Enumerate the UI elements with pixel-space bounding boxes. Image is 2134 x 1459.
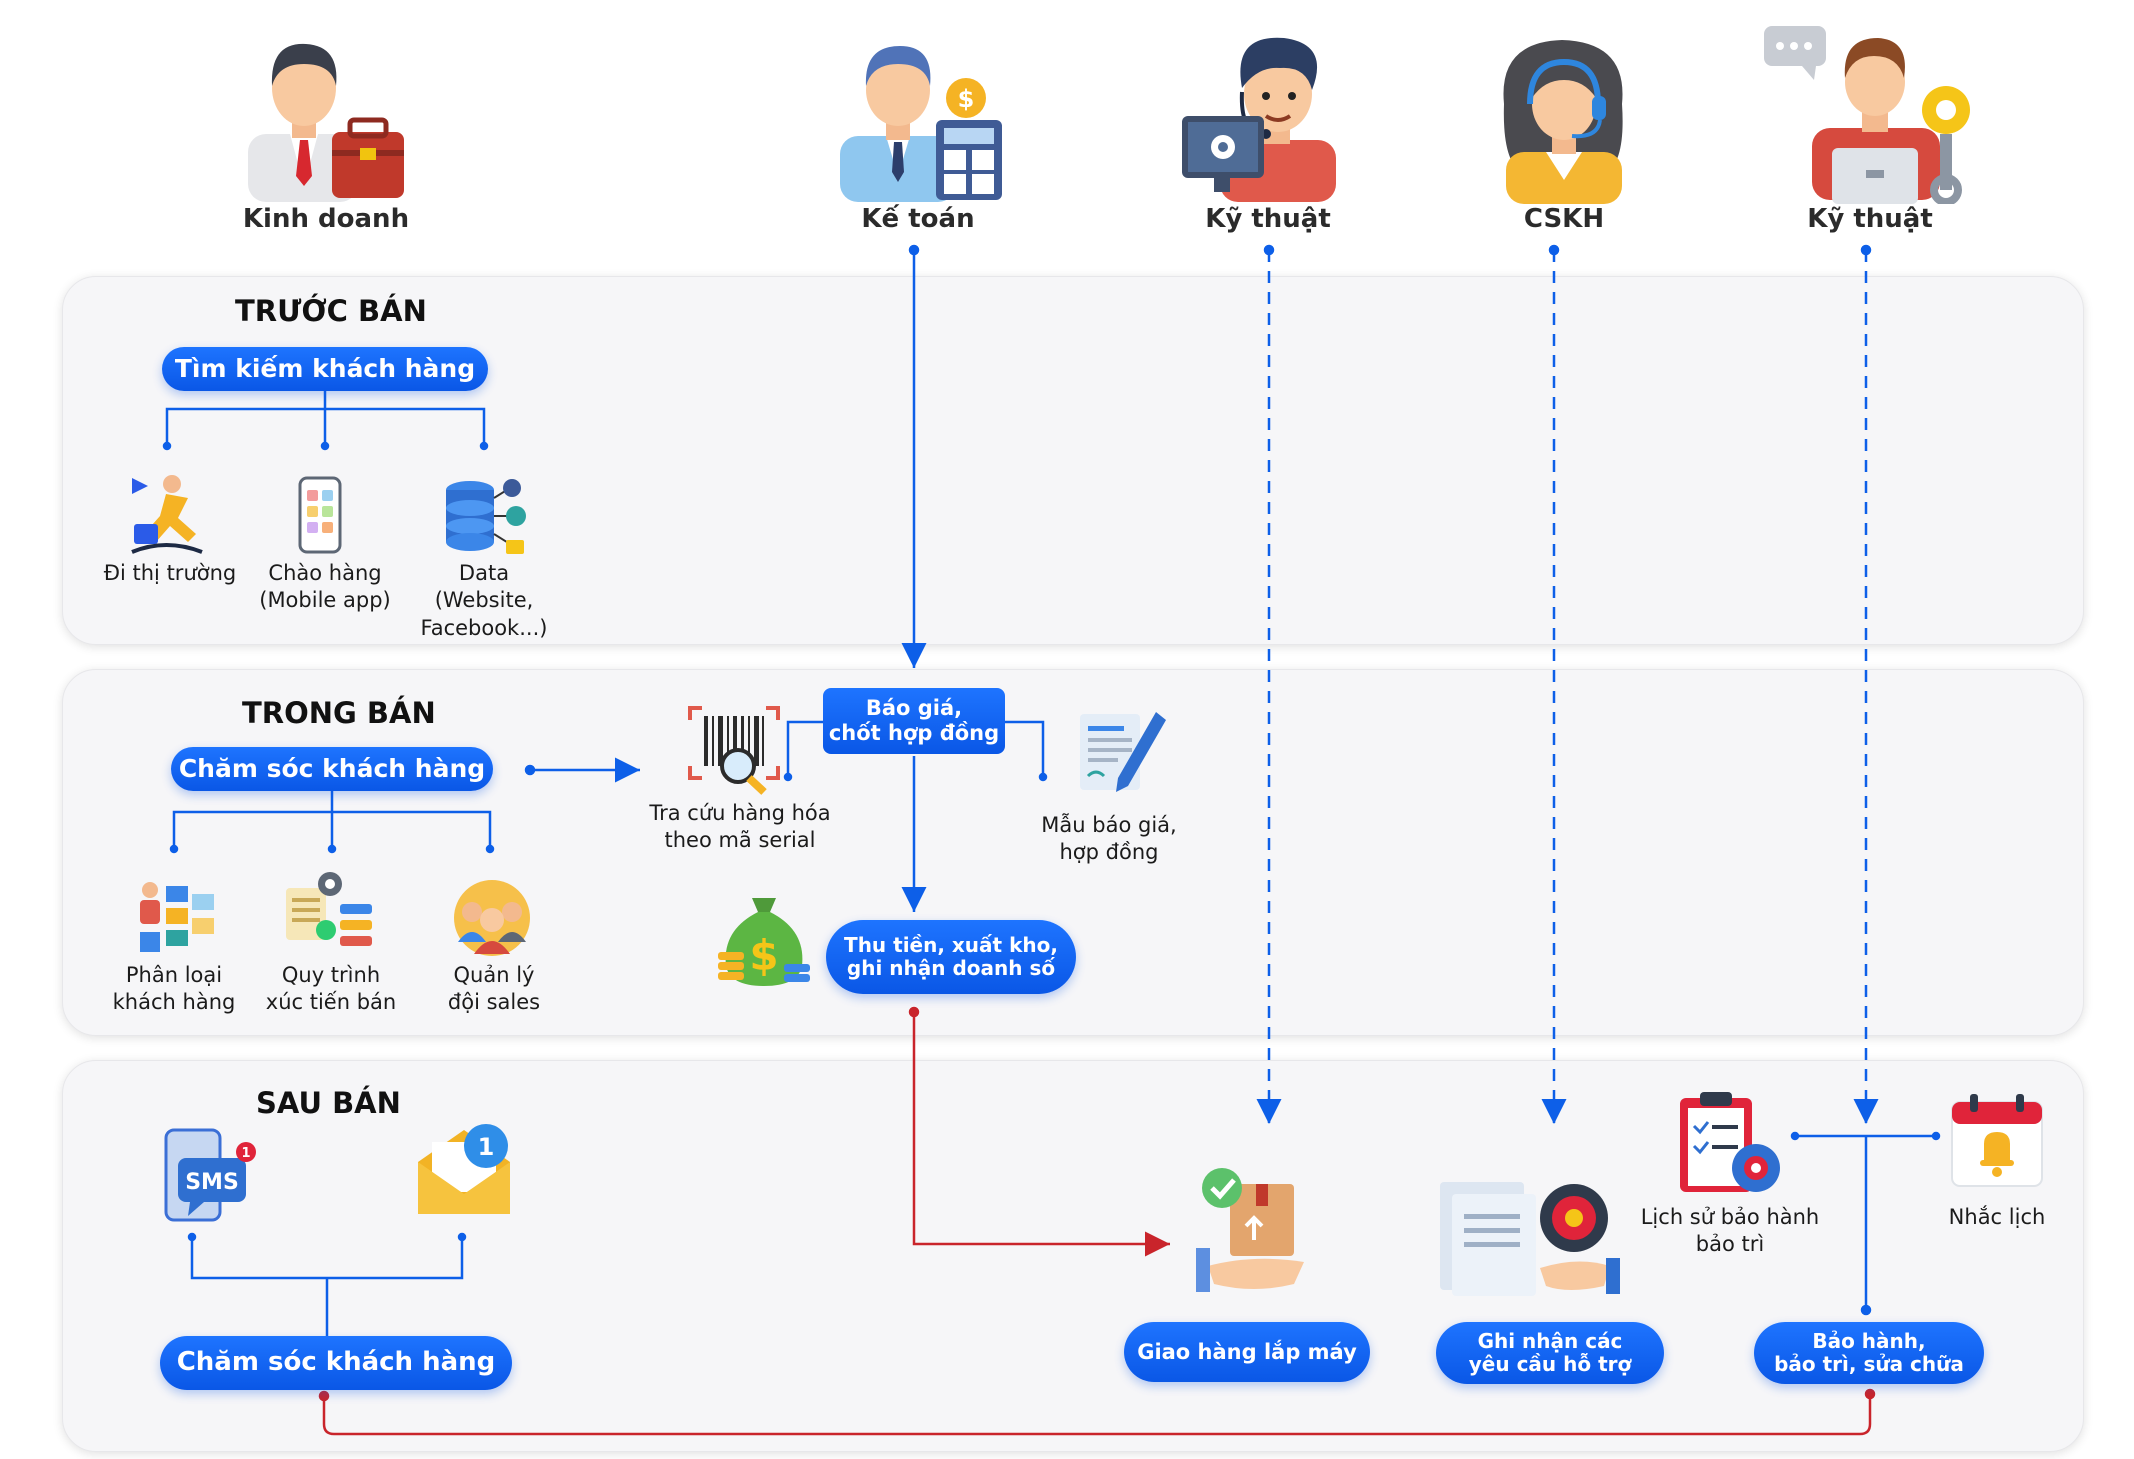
role-name-ky-thuat-1: Kỹ thuật xyxy=(1205,204,1331,234)
sms-text: SMS xyxy=(185,1170,239,1195)
payment-pill[interactable]: Thu tiền, xuất kho, ghi nhận doanh số xyxy=(826,920,1076,994)
mail-badge: 1 xyxy=(478,1133,495,1161)
warranty-repair-pill[interactable]: Bảo hành, bảo trì, sửa chữa xyxy=(1754,1322,1984,1384)
money-bag-icon: $ xyxy=(718,898,810,986)
delivery-box-icon xyxy=(1196,1168,1304,1292)
classify-customer-icon xyxy=(140,882,214,952)
contract-template-icon xyxy=(1080,712,1166,792)
customer-care-pill-trong-ban[interactable]: Chăm sóc khách hàng xyxy=(171,747,493,791)
find-customer-pill[interactable]: Tìm kiếm khách hàng xyxy=(162,347,488,391)
support-request-icon xyxy=(1440,1182,1620,1296)
caption-data: Data (Website, Facebook...) xyxy=(420,561,548,640)
caption-chao-hang: Chào hàng (Mobile app) xyxy=(259,561,391,613)
caption-quan-ly: Quản lý đội sales xyxy=(447,963,541,1015)
delivery-install-pill[interactable]: Giao hàng lắp máy xyxy=(1124,1322,1370,1382)
role-name-ky-thuat-2: Kỹ thuật xyxy=(1807,204,1933,234)
caption-quy-trinh: Quy trình xúc tiến bán xyxy=(265,963,397,1015)
svg-text:$: $ xyxy=(749,931,778,980)
caption-barcode-lookup: Tra cứu hàng hóa theo mã serial xyxy=(649,801,831,853)
caption-reminder: Nhắc lịch xyxy=(1948,1205,2046,1229)
customer-care-pill-sau-ban[interactable]: Chăm sóc khách hàng xyxy=(160,1336,512,1390)
customer-support-icon xyxy=(1503,40,1623,204)
quote-contract-box[interactable]: Báo giá, chốt hợp đồng xyxy=(823,688,1005,754)
technician-computer-icon xyxy=(1182,37,1336,202)
section-panel-trong-ban xyxy=(62,669,2084,1036)
maintenance-history-icon xyxy=(1680,1092,1780,1192)
section-title-trong-ban: TRONG BÁN xyxy=(242,696,436,730)
caption-maintenance-history: Lịch sử bảo hành bảo trì xyxy=(1640,1205,1820,1257)
calendar-reminder-icon xyxy=(1951,1094,2043,1187)
section-panel-truoc-ban xyxy=(62,276,2084,645)
mobile-app-icon xyxy=(298,476,342,554)
section-title-truoc-ban: TRƯỚC BÁN xyxy=(235,294,427,328)
accountant-icon: $ xyxy=(840,46,1002,202)
caption-phan-loai: Phân loại khách hàng xyxy=(112,963,236,1015)
caption-contract-template: Mẫu báo giá, hợp đồng xyxy=(1041,813,1177,865)
role-name-cskh: CSKH xyxy=(1523,204,1605,234)
mail-icon: 1 xyxy=(418,1124,510,1214)
svg-text:$: $ xyxy=(958,85,975,113)
running-marketer-icon xyxy=(131,475,203,554)
sms-badge: 1 xyxy=(241,1146,250,1161)
role-name-kinh-doanh: Kinh doanh xyxy=(242,204,410,234)
section-title-sau-ban: SAU BÁN xyxy=(256,1086,401,1120)
technician-gear-icon xyxy=(1764,26,1970,204)
sales-team-icon xyxy=(454,880,530,956)
barcode-search-icon xyxy=(688,706,780,795)
sales-process-icon xyxy=(286,872,372,946)
role-name-ke-toan: Kế toán xyxy=(861,204,975,234)
caption-di-thi-truong: Đi thị trường xyxy=(103,561,237,585)
sms-icon: SMS 1 xyxy=(164,1128,256,1222)
salesman-icon xyxy=(248,43,404,202)
database-icon xyxy=(446,479,526,554)
support-request-pill[interactable]: Ghi nhận các yêu cầu hỗ trợ xyxy=(1436,1322,1664,1384)
